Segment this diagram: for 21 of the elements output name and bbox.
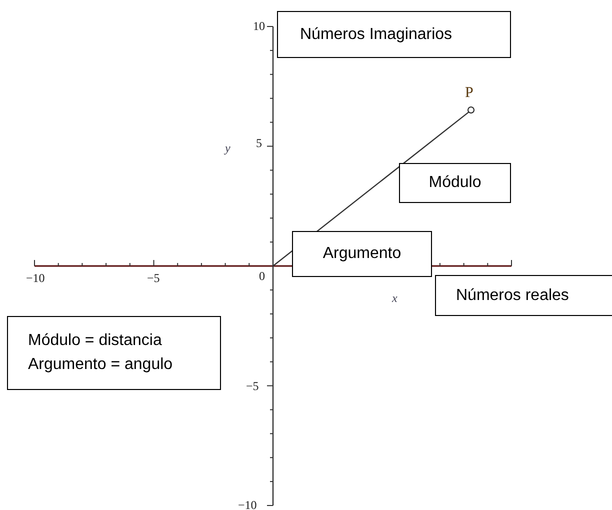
label-box [292,231,432,277]
tick-label: −5 [246,380,259,392]
tick-label: −5 [147,272,160,284]
note-box [7,316,221,390]
box-text: Módulo [428,173,482,193]
box-text: Números reales [456,286,570,306]
tick-label: 10 [253,20,265,32]
label-box [435,275,612,316]
label-box [399,163,511,203]
point-label: P [464,86,474,102]
box-text: Módulo = distancia [28,331,163,351]
box-text: Números Imaginarios [300,24,454,44]
box-text: Argumento [322,244,402,264]
label-box [277,11,511,58]
tick-label: −10 [26,272,45,284]
tick-label: 0 [259,270,265,282]
tick-label: −10 [238,499,257,510]
axis-label: x [392,292,398,304]
box-text: Argumento = angulo [28,355,174,375]
tick-label: 5 [256,137,262,149]
axis-label: y [225,142,230,154]
